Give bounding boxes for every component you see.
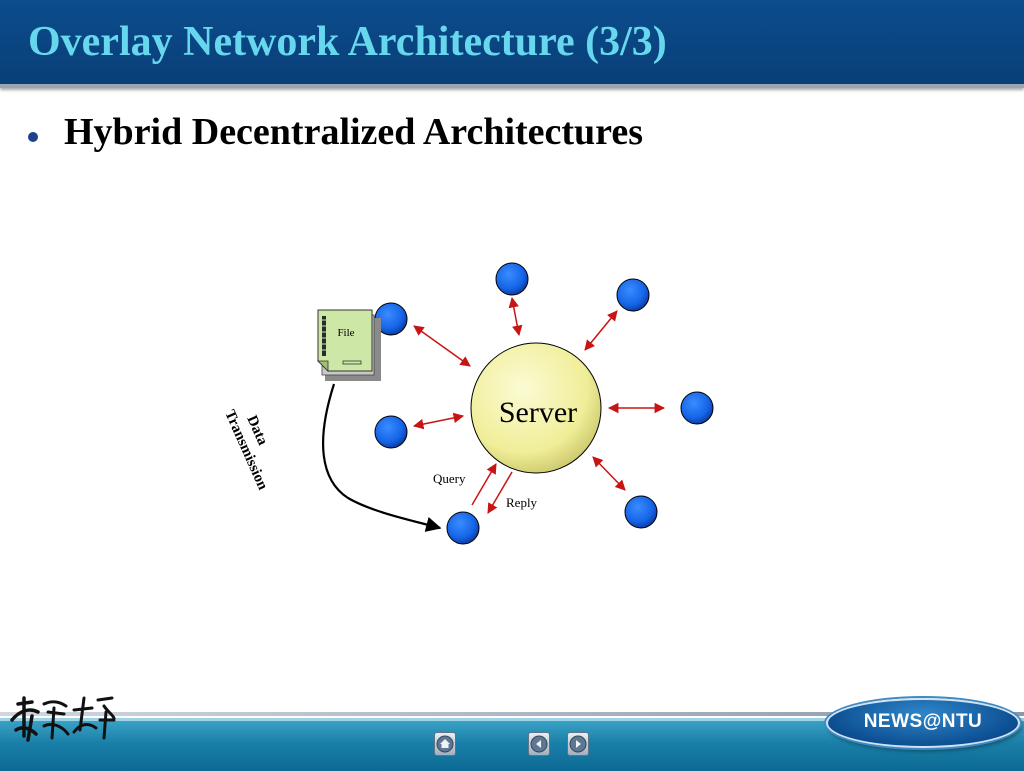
bullet-dot — [28, 132, 38, 142]
peer-node — [624, 495, 658, 529]
ntu-calligraphy-logo — [8, 690, 118, 751]
peer-node — [446, 511, 480, 545]
transmission-label: Data Transmission — [221, 400, 287, 493]
previous-button[interactable] — [528, 732, 550, 756]
slide-title: Overlay Network Architecture (3/3) — [28, 19, 667, 65]
peer-node — [495, 262, 529, 296]
title-bar: Overlay Network Architecture (3/3) — [0, 0, 1024, 88]
reply-arrow — [487, 471, 513, 514]
news-ntu-badge[interactable]: NEWS@NTU — [826, 698, 1020, 748]
connection-arrow — [413, 325, 471, 367]
connection-arrow — [584, 310, 618, 351]
connection-arrow — [508, 296, 523, 337]
next-button[interactable] — [567, 732, 589, 756]
reply-label: Reply — [506, 495, 538, 510]
query-arrow — [471, 463, 497, 506]
query-label: Query — [433, 471, 466, 486]
peer-node — [374, 415, 408, 449]
next-icon — [569, 735, 587, 753]
server-node — [470, 342, 602, 474]
footer-divider — [0, 712, 1024, 716]
peer-node — [680, 391, 714, 425]
home-icon — [436, 735, 454, 753]
bullet-text: Hybrid Decentralized Architectures — [64, 111, 644, 153]
server-label: Server — [499, 396, 577, 429]
connection-arrow — [412, 412, 465, 430]
connection-arrow — [592, 456, 626, 491]
home-button[interactable] — [434, 732, 456, 756]
peer-node — [616, 278, 650, 312]
file-label: File — [337, 327, 354, 339]
previous-icon — [530, 735, 548, 753]
data-transmission-arrow — [322, 383, 442, 532]
file-icon — [317, 309, 381, 381]
